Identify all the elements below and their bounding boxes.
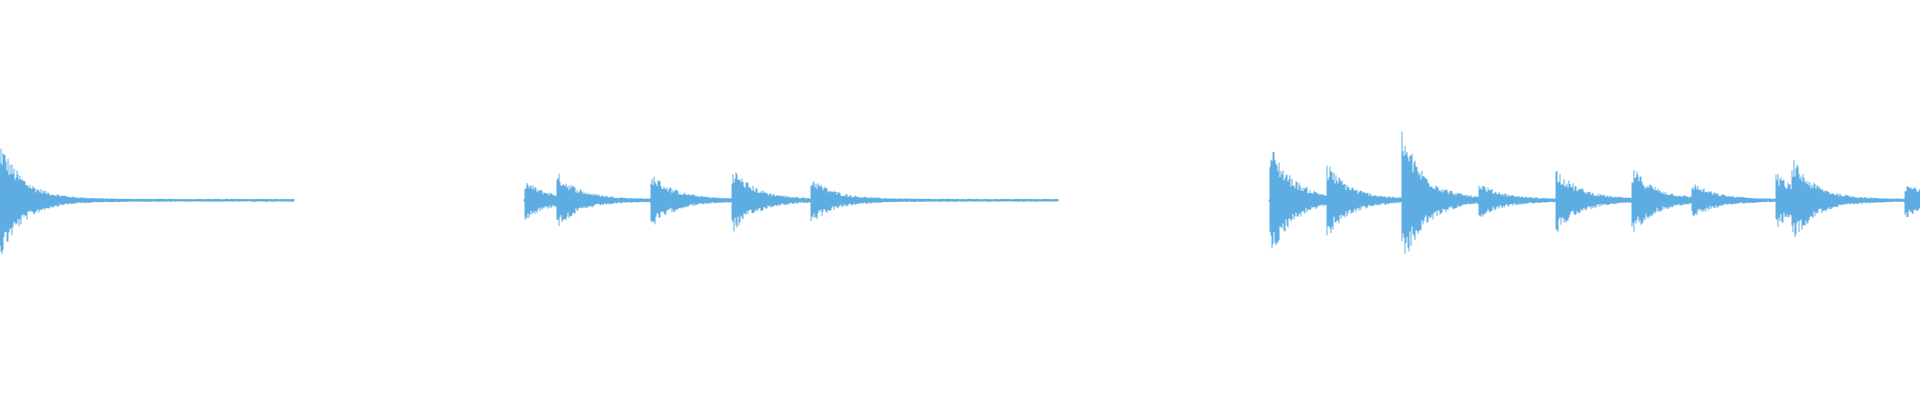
- waveform-segment: [523, 172, 1059, 232]
- waveform-segment: [1268, 131, 1920, 254]
- waveform-segments: [0, 131, 1920, 254]
- waveform-segment: [0, 148, 295, 254]
